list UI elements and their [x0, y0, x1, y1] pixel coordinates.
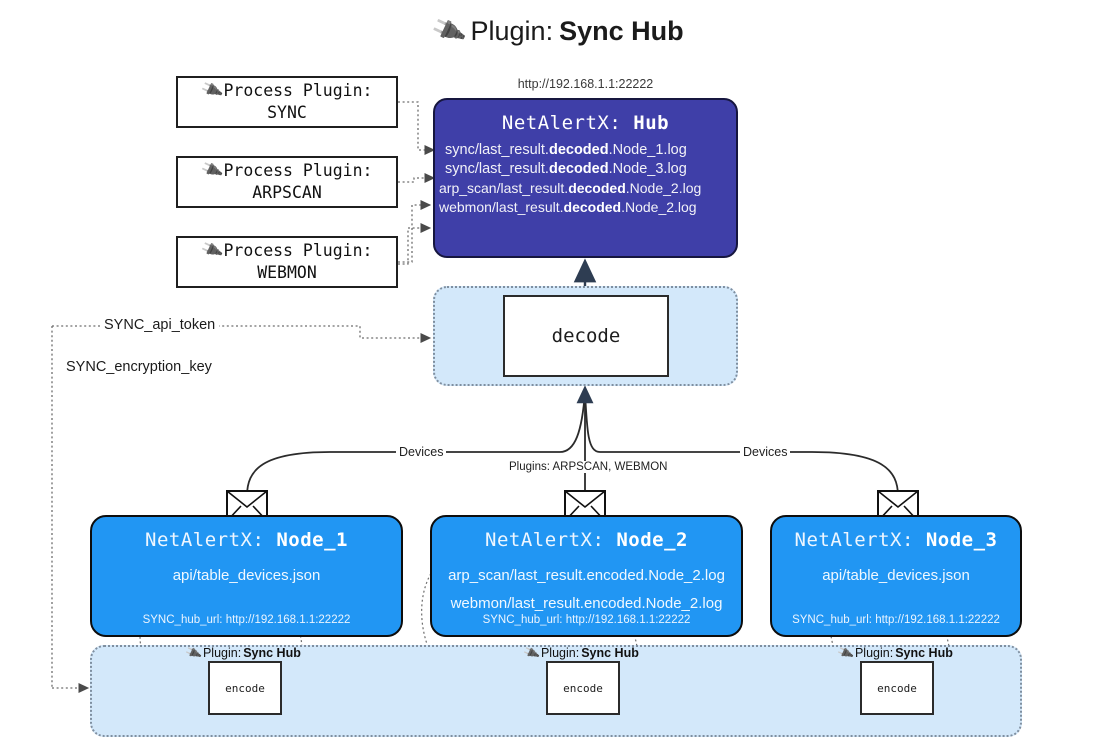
process-plugin-label: Process Plugin: — [223, 160, 373, 180]
process-plugin-name: WEBMON — [257, 263, 317, 282]
process-plugin-webmon[interactable]: 🔌 Process Plugin: WEBMON — [176, 236, 398, 288]
edge-label-devices-left: Devices — [396, 445, 447, 459]
node-line: webmon/last_result.encoded.Node_2.log — [450, 595, 723, 612]
node-hub-url: SYNC_hub_url: http://192.168.1.1:22222 — [142, 614, 351, 626]
hub-title: NetAlertX: Hub — [435, 112, 736, 134]
node-title: NetAlertX: Node_1 — [145, 529, 348, 551]
decode-box[interactable]: decode — [503, 295, 669, 377]
hub-log-line: sync/last_result.decoded.Node_1.log — [445, 142, 687, 158]
node-card-node-3[interactable]: NetAlertX: Node_3 api/table_devices.json… — [770, 515, 1022, 637]
node-hub-url: SYNC_hub_url: http://192.168.1.1:22222 — [792, 614, 1000, 626]
process-plugin-arpscan[interactable]: 🔌 Process Plugin: ARPSCAN — [176, 156, 398, 208]
encoder-plugin-label-1: 🔌 Plugin:Sync Hub — [184, 643, 301, 663]
plug-icon: 🔌 — [199, 159, 224, 182]
process-plugin-sync[interactable]: 🔌 Process Plugin: SYNC — [176, 76, 398, 128]
node-title: NetAlertX: Node_3 — [795, 529, 998, 551]
hub-url-label: http://192.168.1.1:22222 — [517, 77, 654, 91]
plug-icon: 🔌 — [522, 643, 541, 663]
node-title-name: Node_3 — [925, 529, 998, 551]
process-plugin-name: SYNC — [267, 103, 307, 122]
node-hub-url: SYNC_hub_url: http://192.168.1.1:22222 — [482, 614, 691, 626]
encode-box-node-3[interactable]: encode — [860, 661, 934, 715]
page-title-prefix: Plugin: — [470, 16, 554, 46]
sync-api-token-label: SYNC_api_token — [100, 317, 220, 333]
node-title-name: Node_2 — [616, 529, 688, 551]
encoder-plugin-label-3: 🔌 Plugin:Sync Hub — [836, 643, 953, 663]
process-plugin-label: Process Plugin: — [223, 240, 373, 260]
node-line: arp_scan/last_result.encoded.Node_2.log — [448, 567, 725, 584]
page-title-name: Sync Hub — [559, 16, 684, 46]
node-title: NetAlertX: Node_2 — [485, 529, 688, 551]
node-card-node-1[interactable]: NetAlertX: Node_1 api/table_devices.json… — [90, 515, 403, 637]
node-title-name: Node_1 — [276, 529, 348, 551]
node-line: api/table_devices.json — [822, 567, 970, 584]
hub-title-prefix: NetAlertX: — [501, 112, 622, 134]
hub-log-line: sync/last_result.decoded.Node_3.log — [445, 161, 687, 177]
hub-node[interactable]: NetAlertX: Hub sync/last_result.decoded.… — [433, 98, 738, 258]
node-title-prefix: NetAlertX: — [485, 529, 605, 551]
hub-log-list: sync/last_result.decoded.Node_1.log sync… — [435, 142, 736, 215]
edge-label-plugins-center: Plugins: ARPSCAN, WEBMON — [506, 461, 671, 473]
edge-label-devices-right: Devices — [740, 445, 791, 459]
encode-box-node-2[interactable]: encode — [546, 661, 620, 715]
node-line: api/table_devices.json — [172, 567, 321, 584]
encode-box-node-1[interactable]: encode — [208, 661, 282, 715]
page-title: 🔌 Plugin: Sync Hub — [0, 12, 1117, 50]
process-plugin-name: ARPSCAN — [252, 183, 322, 202]
plug-icon: 🔌 — [429, 12, 469, 50]
sync-encryption-key-label: SYNC_encryption_key — [62, 359, 216, 375]
node-title-prefix: NetAlertX: — [794, 529, 914, 551]
node-card-node-2[interactable]: NetAlertX: Node_2 arp_scan/last_result.e… — [430, 515, 743, 637]
hub-title-name: Hub — [633, 112, 670, 134]
process-plugin-label: Process Plugin: — [223, 80, 373, 100]
hub-log-line: webmon/last_result.decoded.Node_2.log — [439, 199, 697, 215]
node-title-prefix: NetAlertX: — [145, 529, 265, 551]
hub-log-line: arp_scan/last_result.decoded.Node_2.log — [439, 180, 702, 196]
plug-icon: 🔌 — [184, 643, 203, 663]
plug-icon: 🔌 — [836, 643, 855, 663]
plug-icon: 🔌 — [199, 239, 224, 262]
plug-icon: 🔌 — [199, 79, 224, 102]
encoder-plugin-label-2: 🔌 Plugin:Sync Hub — [522, 643, 639, 663]
